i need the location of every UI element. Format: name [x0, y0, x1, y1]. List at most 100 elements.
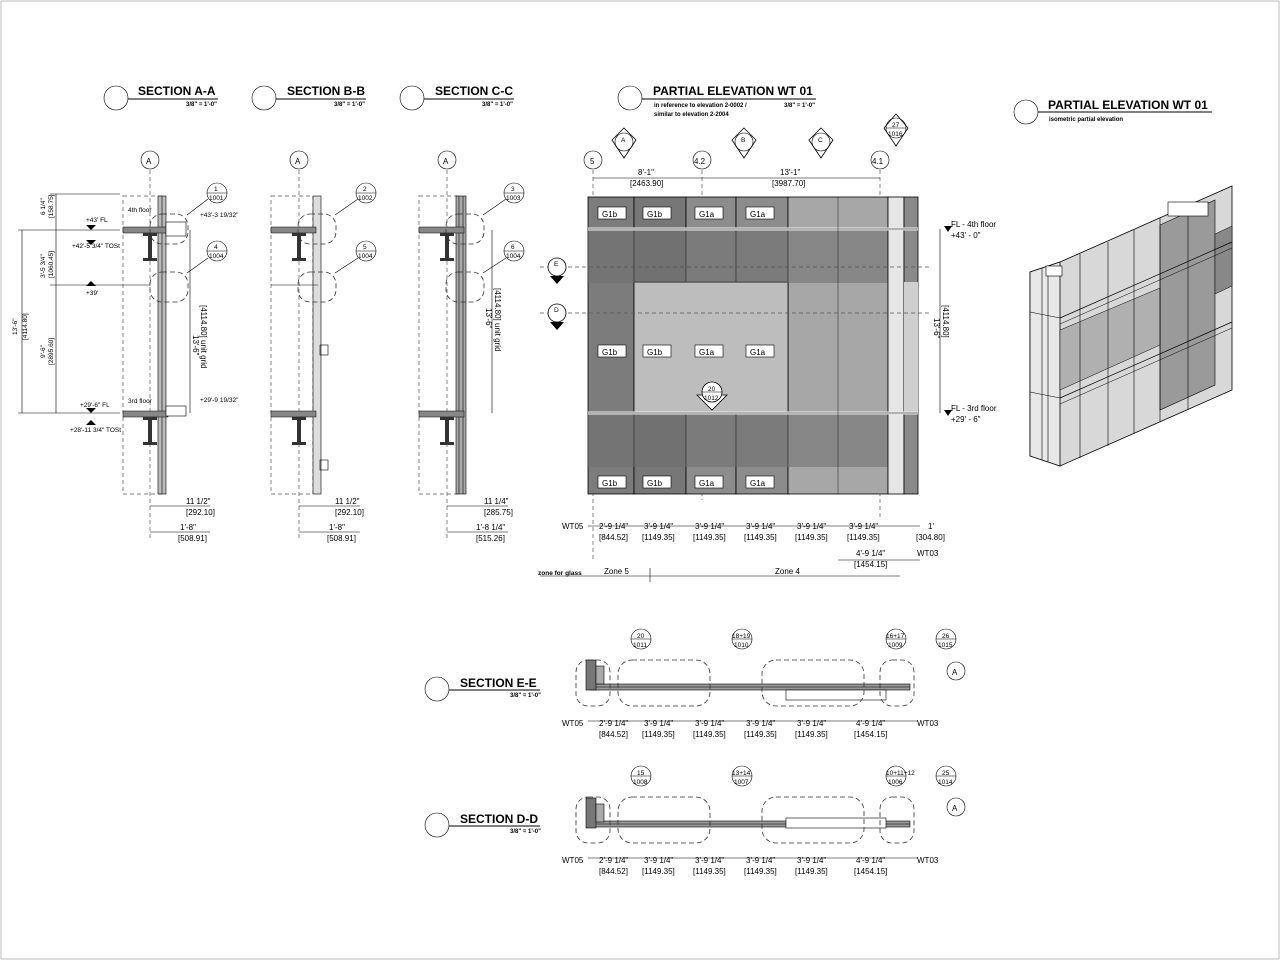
- ee-dim: [1149.35]: [642, 730, 675, 739]
- ee-callout-20-num: 20: [637, 633, 645, 640]
- elevation-bottom-dims: WT05 2'-9 1/4" [844.52] 3'-9 1/4" [1149.…: [538, 522, 945, 582]
- section-dd-scale: 3/8" = 1'-0": [510, 829, 541, 835]
- ee-dim: [844.52]: [599, 730, 628, 739]
- ee-dim: WT05: [562, 719, 584, 728]
- detail-20-sheet: 1012: [704, 395, 719, 402]
- section-mark-d: D: [540, 303, 930, 330]
- callout-6-num: 6: [511, 244, 515, 251]
- dim-13-1: 13'-1": [780, 168, 801, 177]
- callout-4-sheet: 1004: [209, 253, 224, 260]
- bdim: 3'-9 1/4": [695, 522, 724, 531]
- dd-callout-13-14-num: 13+14: [732, 770, 751, 777]
- ee-dim: 3'-9 1/4": [797, 719, 826, 728]
- ee-callout-20-sheet: 1011: [633, 642, 647, 649]
- bb-dim-508-91: [508.91]: [327, 534, 356, 543]
- level-29-6-fl: +29'-6" FL: [80, 402, 110, 409]
- dim-4114-80-left: [4114.80]: [22, 313, 29, 340]
- grid-a-bubble: [140, 150, 160, 170]
- cc-unit-grid-mm: [4114.80] unit grid: [493, 288, 502, 351]
- level-42-tost: +42'-5 3/4" TOSt: [72, 243, 120, 250]
- grid-a-label-bb: A: [295, 157, 301, 166]
- dd-dim: [1149.35]: [693, 867, 726, 876]
- unit-grid-mm: [4114.80] unit grid: [199, 305, 208, 368]
- dim-13-6-left: 13'-6": [12, 318, 19, 335]
- section-cc-scale: 3/8" = 1'-0": [482, 102, 513, 108]
- cc-dim-1-8-1-4: 1'-8 1/4": [476, 523, 505, 532]
- cc-dim-285-75: [285.75]: [484, 508, 513, 517]
- level-28-11-tost: +28'-11 3/4" TOSt: [70, 427, 121, 434]
- cc-unit-grid-dim: 13'-6": [484, 308, 493, 329]
- elevation-scale: 3/8" = 1'-0": [784, 103, 815, 109]
- iso-subtitle: isometric partial elevation: [1049, 117, 1123, 123]
- bb-dim-292-10: [292.10]: [335, 508, 364, 517]
- glass-tag: G1a: [750, 479, 766, 488]
- bdim: [844.52]: [599, 533, 628, 542]
- dd-dim: 2'-9 1/4": [599, 856, 628, 865]
- aa-dim-11-1-2: 11 1/2": [186, 497, 211, 506]
- callout-3-num: 3: [511, 186, 515, 193]
- section-aa-marker: [103, 85, 129, 111]
- level-43-fl: +43' FL: [86, 217, 108, 224]
- detail-27: 27 1016: [883, 113, 909, 147]
- section-mark-c: C: [808, 127, 834, 159]
- section-bb: SECTION B-B 3/8" = 1'-0" A 2 1002 5 1004…: [251, 84, 377, 543]
- callout-5-sheet: 1004: [358, 253, 373, 260]
- bdim: [1149.35]: [642, 533, 675, 542]
- ee-grid-a: A: [952, 668, 958, 677]
- ee-callout-26-num: 26: [942, 633, 950, 640]
- fl-3rd-elev: +29' - 6": [951, 415, 981, 424]
- bb-dim-1-8: 1'-8": [329, 523, 345, 532]
- dd-dim: 3'-9 1/4": [746, 856, 775, 865]
- section-mark-a-label: A: [621, 137, 626, 144]
- grid-4-1: 4.1: [872, 157, 884, 166]
- callout-6-sheet: 1004: [506, 253, 521, 260]
- bdim: 3'-9 1/4": [849, 522, 878, 531]
- bdim: 3'-9 1/4": [644, 522, 673, 531]
- detail-27-sheet: 1016: [888, 131, 903, 138]
- bdim: [1149.35]: [795, 533, 828, 542]
- section-ee: SECTION E-E 3/8" = 1'-0" 20 1011 18+19 1…: [424, 628, 966, 739]
- fl-3rd-floor: FL - 3rd floor: [951, 404, 997, 413]
- ee-callout-16-17-sheet: 1009: [888, 642, 903, 649]
- ee-dim: 2'-9 1/4": [599, 719, 628, 728]
- glass-tags-bot: G1b G1b G1a G1a: [597, 475, 775, 489]
- dd-dim: 3'-9 1/4": [797, 856, 826, 865]
- dd-dim: [1149.35]: [642, 867, 675, 876]
- dd-callout-25-sheet: 1014: [938, 779, 953, 786]
- ee-callout-18-19-num: 18+19: [732, 633, 751, 640]
- glass-tag: G1a: [750, 210, 766, 219]
- glass-tag: G1b: [602, 479, 618, 488]
- callout-2-sheet: 1002: [358, 195, 373, 202]
- zone-4: Zone 4: [775, 567, 800, 576]
- glass-tag: G1a: [699, 210, 715, 219]
- elev-right-dim-mm: [4114.80]: [941, 305, 950, 338]
- callout-2-num: 2: [363, 186, 367, 193]
- isometric-elevation: PARTIAL ELEVATION WT 01 isometric partia…: [1013, 98, 1233, 467]
- dd-dim: WT03: [917, 856, 939, 865]
- dd-dim: [1454.15]: [854, 867, 887, 876]
- iso-title: PARTIAL ELEVATION WT 01: [1048, 98, 1208, 112]
- glass-tag: G1b: [647, 210, 663, 219]
- elev-right-dim: 13'-6": [932, 318, 941, 339]
- level-39: +39': [86, 290, 98, 297]
- dd-grid-a: A: [952, 804, 958, 813]
- bdim-extra-mm: [1454.15]: [854, 560, 887, 569]
- aa-dim-292-10: [292.10]: [186, 508, 215, 517]
- dd-callout-25-num: 25: [942, 770, 950, 777]
- callout-3-sheet: 1003: [506, 195, 521, 202]
- glass-tag: G1a: [699, 479, 715, 488]
- section-mark-c-label: C: [818, 137, 823, 144]
- dim-158-75: [158.75]: [48, 194, 55, 218]
- grid-5: 5: [590, 157, 595, 166]
- callout-5-num: 5: [363, 244, 367, 251]
- bdim: [1149.35]: [744, 533, 777, 542]
- cc-dim-515-26: [515.26]: [476, 534, 505, 543]
- section-mark-b: B: [731, 127, 757, 159]
- partial-elevation: PARTIAL ELEVATION WT 01 in reference to …: [538, 84, 997, 582]
- ee-dim: 4'-9 1/4": [856, 719, 885, 728]
- dd-callout-10-11-12-sheet: 1006: [888, 779, 903, 786]
- detail-27-num: 27: [892, 122, 900, 129]
- dd-callout-15-num: 15: [637, 770, 645, 777]
- section-mark-d-label: D: [554, 307, 559, 314]
